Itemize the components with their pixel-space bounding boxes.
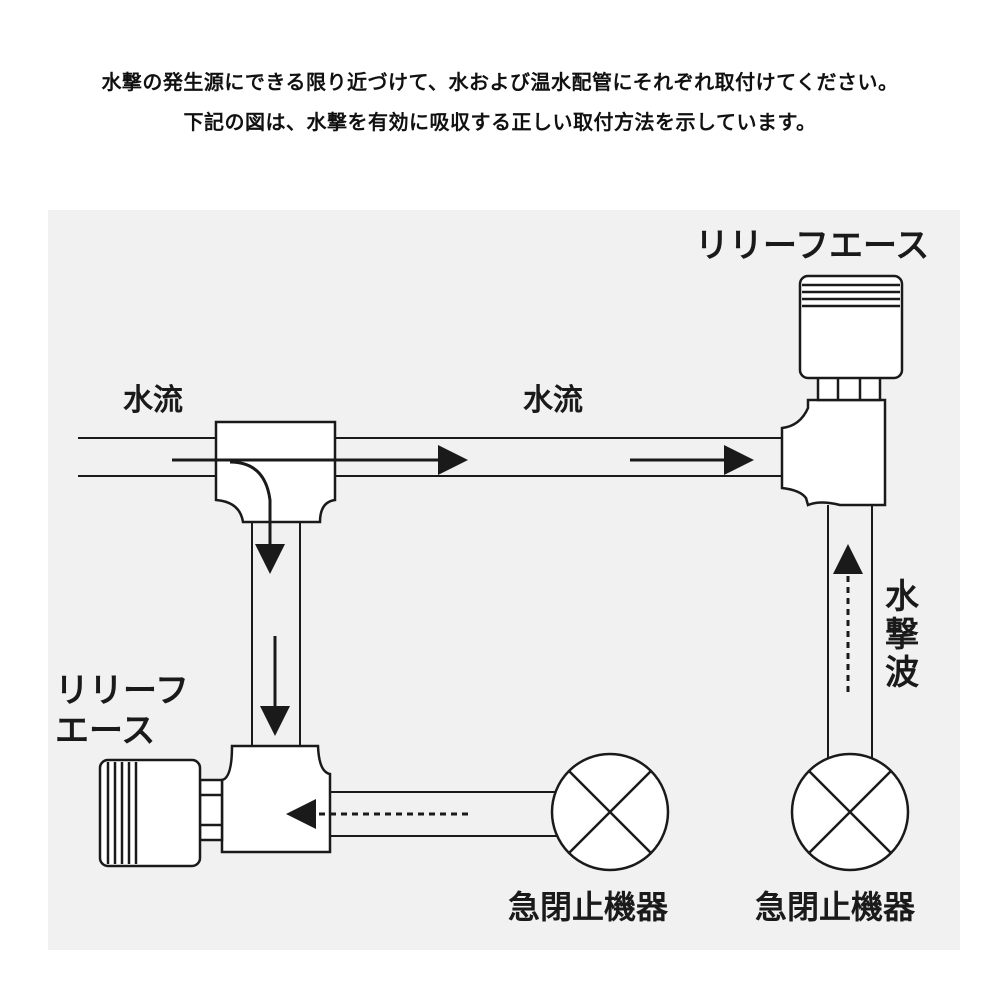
instruction-line-2: 下記の図は、水撃を有効に吸収する正しい取付方法を示しています。 [183, 110, 817, 134]
branch-pipe-left [251, 522, 301, 748]
flow-arrows [172, 445, 863, 829]
label-valve-left: 急閉止機器 [508, 888, 669, 926]
branch-pipe-right [827, 505, 873, 760]
tee-fitting-right [780, 398, 887, 507]
relief-ace-left [98, 758, 224, 868]
flow-arrow-curve [229, 460, 285, 574]
label-water-flow-left: 水流 [123, 383, 183, 418]
instructions-header: 水撃の発生源にできる限り近づけて、水および温水配管にそれぞれ取付けてください。 … [0, 62, 1000, 142]
bottom-pipe [330, 791, 558, 837]
main-pipe [78, 437, 785, 477]
instruction-line-1: 水撃の発生源にできる限り近づけて、水および温水配管にそれぞれ取付けてください。 [101, 70, 899, 94]
quick-closing-valve-left [550, 752, 670, 872]
label-water-hammer-3: 波 [885, 653, 919, 693]
tee-fitting-left [214, 420, 337, 524]
relief-ace-top [798, 274, 904, 402]
tee-fitting-lower-left [220, 744, 332, 854]
label-relief-ace-left-1: リリーフ [55, 671, 189, 711]
label-relief-ace-top: リリーフエース [695, 226, 929, 266]
label-relief-ace-left-2: エース [55, 711, 155, 751]
label-valve-right: 急閉止機器 [755, 888, 916, 926]
label-water-hammer-2: 撃 [885, 615, 919, 655]
label-water-hammer-1: 水 [885, 577, 920, 617]
quick-closing-valve-right [790, 752, 910, 872]
label-water-flow-right: 水流 [523, 383, 583, 418]
